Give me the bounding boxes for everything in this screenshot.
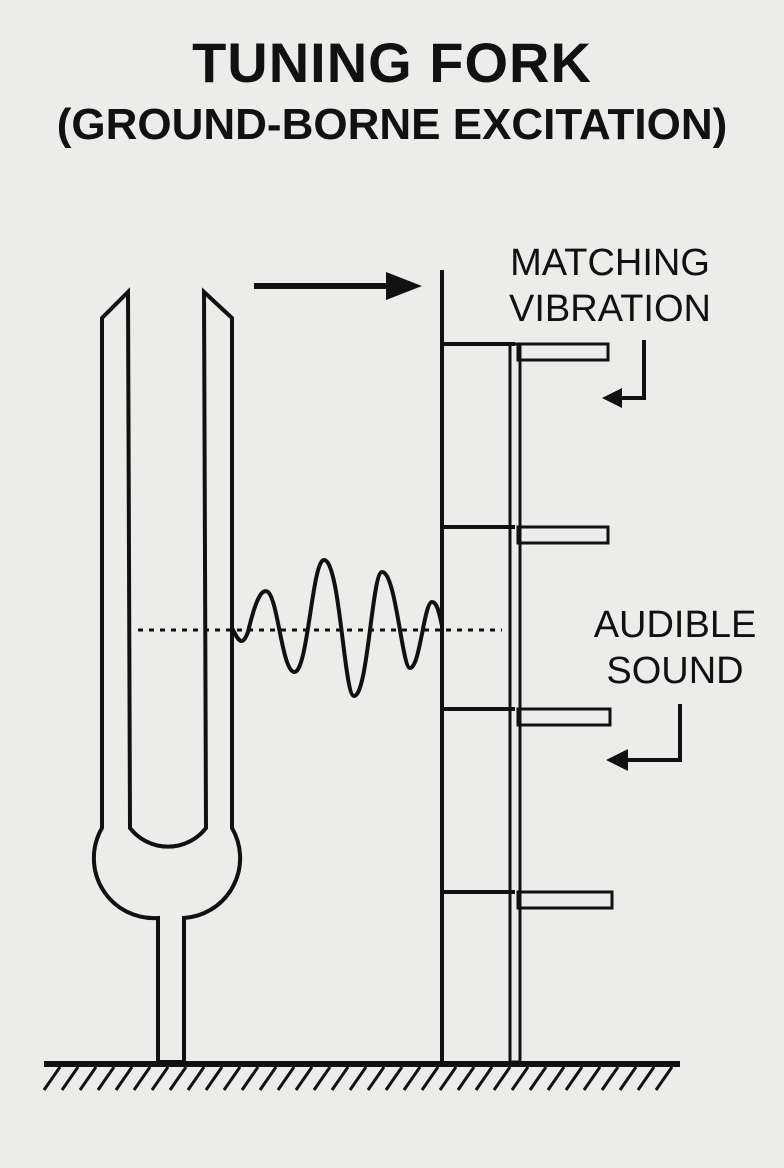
hatch-stroke — [546, 1066, 566, 1091]
hatch-stroke — [330, 1066, 350, 1091]
hatch-stroke — [582, 1066, 602, 1091]
elbow-arrow-icon — [602, 340, 646, 408]
shelf-2 — [442, 525, 610, 545]
hatch-stroke — [528, 1066, 548, 1091]
hatch-stroke — [114, 1066, 134, 1091]
hatch-stroke — [438, 1066, 458, 1091]
hatch-stroke — [618, 1066, 638, 1091]
hatch-stroke — [636, 1066, 656, 1091]
vertical-post — [508, 342, 522, 1064]
hatch-stroke — [510, 1066, 530, 1091]
hatch-stroke — [96, 1066, 116, 1091]
audible-line-1: AUDIBLE — [593, 604, 757, 646]
hatch-stroke — [204, 1066, 224, 1091]
tuning-fork-icon — [91, 287, 243, 1064]
shelf-3 — [442, 707, 612, 727]
audible-sound-label: AUDIBLE SOUND — [570, 602, 780, 694]
wave-icon — [230, 557, 444, 699]
hatch-stroke — [474, 1066, 494, 1091]
hatch-stroke — [168, 1066, 188, 1091]
hatch-stroke — [564, 1066, 584, 1091]
hatch-stroke — [42, 1066, 62, 1091]
hatch-stroke — [456, 1066, 476, 1091]
hatch-stroke — [294, 1066, 314, 1091]
ground-hatch-icon — [42, 1061, 680, 1091]
elbow-arrow-icon — [606, 704, 682, 771]
hatch-stroke — [366, 1066, 386, 1091]
hatch-stroke — [276, 1066, 296, 1091]
page-subtitle: (GROUND-BORNE EXCITATION) — [56, 100, 728, 149]
shelf-4 — [442, 890, 614, 910]
hatch-stroke — [240, 1066, 260, 1091]
matching-vibration-label: MATCHING VIBRATION — [480, 240, 740, 332]
hatch-stroke — [150, 1066, 170, 1091]
hatch-stroke — [258, 1066, 278, 1091]
shelf-1 — [442, 342, 610, 362]
hatch-stroke — [384, 1066, 404, 1091]
matching-line-1: MATCHING — [510, 242, 710, 284]
hatch-stroke — [420, 1066, 440, 1091]
hatch-stroke — [492, 1066, 512, 1091]
hatch-stroke — [402, 1066, 422, 1091]
hatch-stroke — [222, 1066, 242, 1091]
matching-line-2: VIBRATION — [509, 288, 711, 330]
hatch-stroke — [312, 1066, 332, 1091]
hatch-stroke — [654, 1066, 674, 1091]
arrow-right-icon — [254, 272, 422, 300]
hatch-stroke — [186, 1066, 206, 1091]
hatch-stroke — [60, 1066, 80, 1091]
hatch-stroke — [132, 1066, 152, 1091]
audible-line-2: SOUND — [606, 650, 744, 692]
hatch-stroke — [600, 1066, 620, 1091]
page-title: TUNING FORK — [192, 31, 592, 94]
hatch-stroke — [78, 1066, 98, 1091]
hatch-stroke — [348, 1066, 368, 1091]
